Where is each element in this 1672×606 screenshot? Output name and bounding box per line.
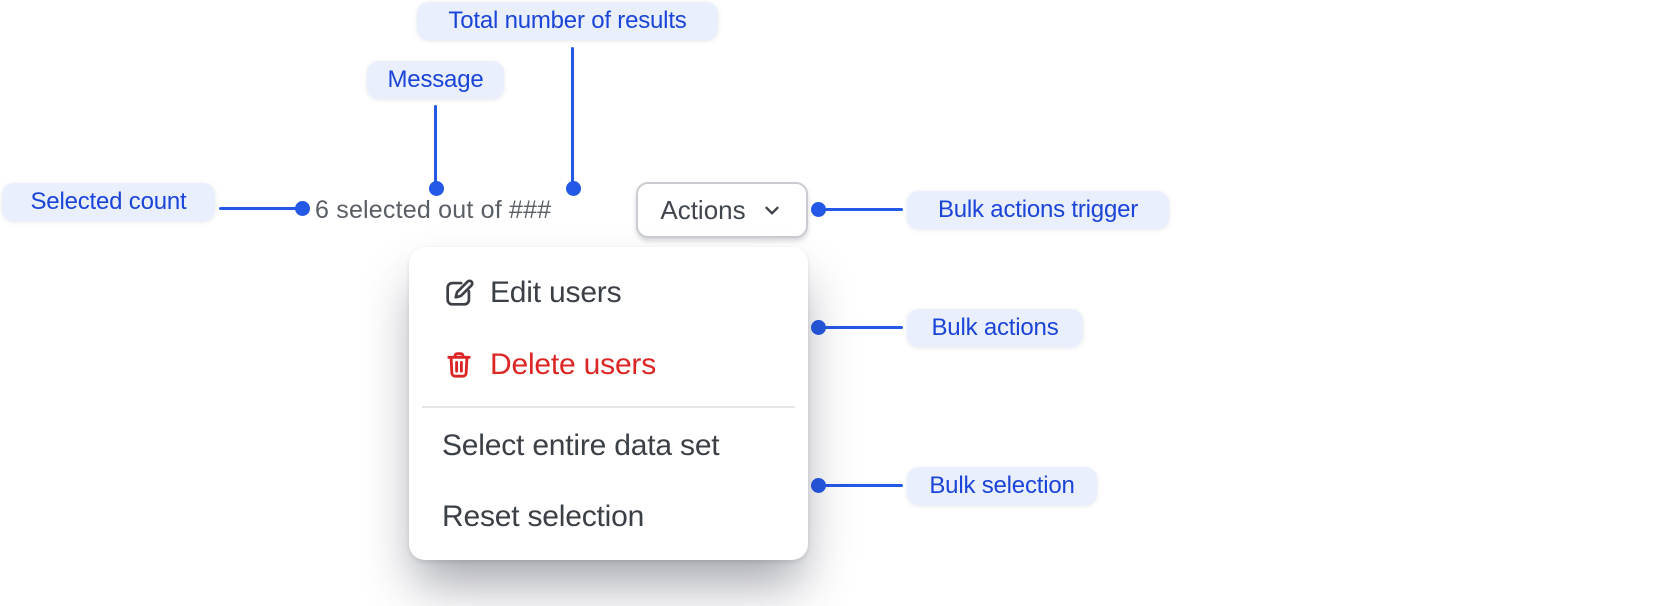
edit-icon bbox=[442, 276, 476, 310]
annotation-selected-count: Selected count bbox=[2, 183, 215, 221]
connector-dot-total-results bbox=[566, 181, 581, 196]
selection-count-message: 6 selected out of ### bbox=[315, 195, 552, 224]
connector-dot-bulk-selection bbox=[811, 478, 826, 493]
connector-line-selected-count bbox=[219, 207, 302, 210]
connector-line-bulk-selection bbox=[825, 484, 903, 487]
connector-line-total-results bbox=[571, 47, 574, 184]
menu-item-label: Select entire data set bbox=[442, 429, 720, 462]
bulk-actions-trigger-button[interactable]: Actions bbox=[636, 182, 808, 238]
chevron-down-icon bbox=[760, 198, 784, 222]
actions-button-label: Actions bbox=[660, 194, 746, 225]
connector-dot-message bbox=[429, 181, 444, 196]
connector-line-message bbox=[434, 105, 437, 184]
menu-item-delete-users[interactable]: Delete users bbox=[442, 345, 656, 385]
menu-item-reset-selection[interactable]: Reset selection bbox=[442, 497, 644, 537]
annotation-total-results: Total number of results bbox=[417, 2, 718, 40]
annotation-bulk-actions-trigger: Bulk actions trigger bbox=[907, 191, 1169, 229]
annotation-message: Message bbox=[367, 61, 504, 99]
connector-dot-bulk-actions-trigger bbox=[811, 202, 826, 217]
menu-item-select-entire-data-set[interactable]: Select entire data set bbox=[442, 426, 720, 466]
menu-item-label: Delete users bbox=[490, 348, 657, 381]
annotation-bulk-selection: Bulk selection bbox=[907, 467, 1097, 505]
connector-dot-bulk-actions bbox=[811, 320, 826, 335]
connector-dot-selected-count bbox=[295, 201, 310, 216]
connector-line-bulk-actions-trigger bbox=[825, 208, 903, 211]
trash-icon bbox=[442, 348, 476, 382]
menu-item-label: Reset selection bbox=[442, 500, 645, 533]
menu-item-edit-users[interactable]: Edit users bbox=[442, 273, 622, 313]
bulk-actions-menu: Edit users Delete users Select entire da… bbox=[409, 247, 808, 560]
menu-item-label: Edit users bbox=[490, 276, 622, 309]
menu-divider bbox=[422, 406, 795, 408]
annotation-bulk-actions: Bulk actions bbox=[907, 309, 1083, 347]
connector-line-bulk-actions bbox=[825, 326, 903, 329]
